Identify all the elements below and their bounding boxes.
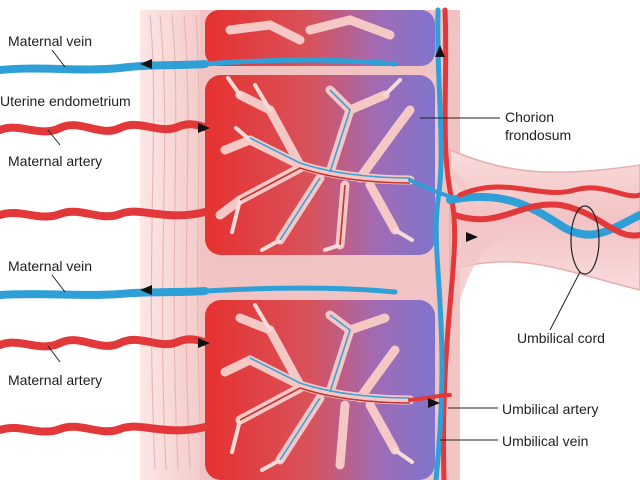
label-maternal-vein-bottom: Maternal vein xyxy=(8,258,93,274)
cord-base-tissue xyxy=(430,150,500,480)
label-maternal-artery-bottom: Maternal artery xyxy=(8,372,103,388)
umbilical-vessels xyxy=(446,184,640,275)
leader-lines xyxy=(47,49,581,441)
flow-arrows xyxy=(140,45,478,408)
label-umbilical-vein: Umbilical vein xyxy=(502,433,589,449)
label-chorion-frondosum-line2: frondosum xyxy=(505,127,572,143)
villus-capillaries xyxy=(239,89,411,461)
label-maternal-vein-top: Maternal vein xyxy=(8,33,93,49)
label-maternal-artery-top: Maternal artery xyxy=(8,153,103,169)
label-uterine-endometrium: Uterine endometrium xyxy=(0,93,131,109)
maternal-vessels xyxy=(0,57,398,436)
label-umbilical-cord: Umbilical cord xyxy=(517,330,605,346)
label-umbilical-artery: Umbilical artery xyxy=(502,401,599,417)
label-chorion-frondosum-line1: Chorion xyxy=(505,109,555,125)
